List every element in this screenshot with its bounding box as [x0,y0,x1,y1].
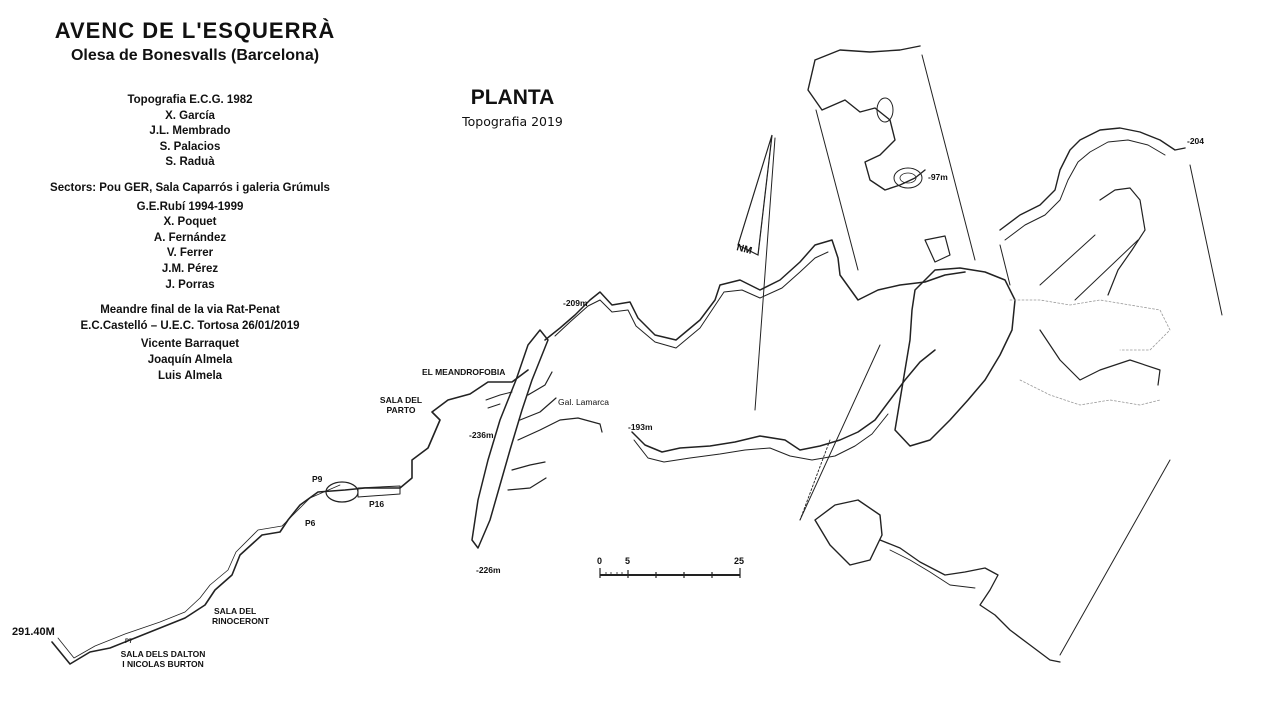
depth-226-label: -226m [476,565,501,575]
credit-line: Joaquín Almela [147,353,233,366]
depth-entrance-label: 291.40M [12,626,55,638]
chamber-central [894,267,1016,447]
passage-entrance-meander [51,369,529,665]
credit-line: Vicente Barraquet [140,338,240,351]
sala-dalton-label: SALA DELS DALTON I NICOLAS BURTON [108,649,218,669]
pitch-p7-label: P7 [125,639,133,645]
scale-tick-0: 0 [597,556,603,566]
label-line: SALA DEL [214,606,257,616]
credit-line: X. García [165,109,215,122]
pitch-p9-label: P9 [312,474,323,484]
credit-line: V. Ferrer [166,247,214,260]
north-label: NM [735,242,753,257]
credit-line: J.M. Pérez [161,262,219,275]
label-line: SALA DELS DALTON [120,649,206,659]
credit-line: J.L. Membrado [149,125,231,138]
credit-line: S. Palacios [159,140,221,153]
passage-209 [544,239,966,341]
passage-97 [807,45,926,191]
label-line: I NICOLAS BURTON [122,659,204,669]
plan-heading: PLANTA Topografia 2019 [445,86,580,130]
passage-193 [631,349,936,453]
meandrofobia-label: EL MEANDROFOBIA [422,367,506,377]
credit-line: S. Raduà [165,156,215,169]
plan-title: PLANTA [470,86,555,109]
credit-line: Luis Almela [157,369,223,382]
cave-location: Olesa de Bonesvalls (Barcelona) [70,47,320,64]
survey-credits: Topografia E.C.G. 1982 X. García J.L. Me… [10,93,370,384]
pitch-p6-label: P6 [305,518,316,528]
scale-bar [599,568,741,578]
sala-rinoceront-label: SALA DEL RINOCERONT [212,606,269,626]
credit-line: X. Poquet [163,216,217,229]
depth-209-label: -209m [563,298,588,308]
label-line: RINOCERONT [212,616,270,626]
label-line: SALA DEL [379,395,423,405]
pitch-p16-label: P16 [369,499,385,509]
credit-line: E.C.Castelló – U.E.C. Tortosa 26/01/2019 [80,319,300,332]
chamber-p9 [325,481,359,503]
credit-line: G.E.Rubí 1994-1999 [136,200,244,213]
depth-193-label: -193m [628,422,653,432]
gal-lamarca-label: Gal. Lamarca [558,397,610,407]
passage-204 [999,127,1186,231]
north-arrow-icon [737,134,773,256]
cave-title: AVENC DE L'ESQUERRÀ [54,18,336,43]
passage-lower-branch [814,499,883,566]
title-block: AVENC DE L'ESQUERRÀ Olesa de Bonesvalls … [10,18,380,66]
plan-subtitle: Topografia 2019 [462,114,563,129]
depth-236-label: -236m [469,430,494,440]
depth-97-label: -97m [928,172,948,182]
scale-tick-25: 25 [734,556,745,566]
sala-parto-label: SALA DEL PARTO [372,395,430,415]
depth-204-label: -204 [1187,136,1205,146]
credit-line: Sectors: Pou GER, Sala Caparrós i galeri… [50,181,330,194]
scale-tick-5: 5 [625,556,631,566]
passage-main-gallery [471,329,549,549]
credit-line: A. Fernández [153,231,227,244]
credit-line: Meandre final de la via Rat-Penat [100,304,280,317]
label-line: PARTO [386,405,416,415]
credit-line: Topografia E.C.G. 1982 [127,94,253,106]
credit-line: J. Porras [165,278,215,291]
